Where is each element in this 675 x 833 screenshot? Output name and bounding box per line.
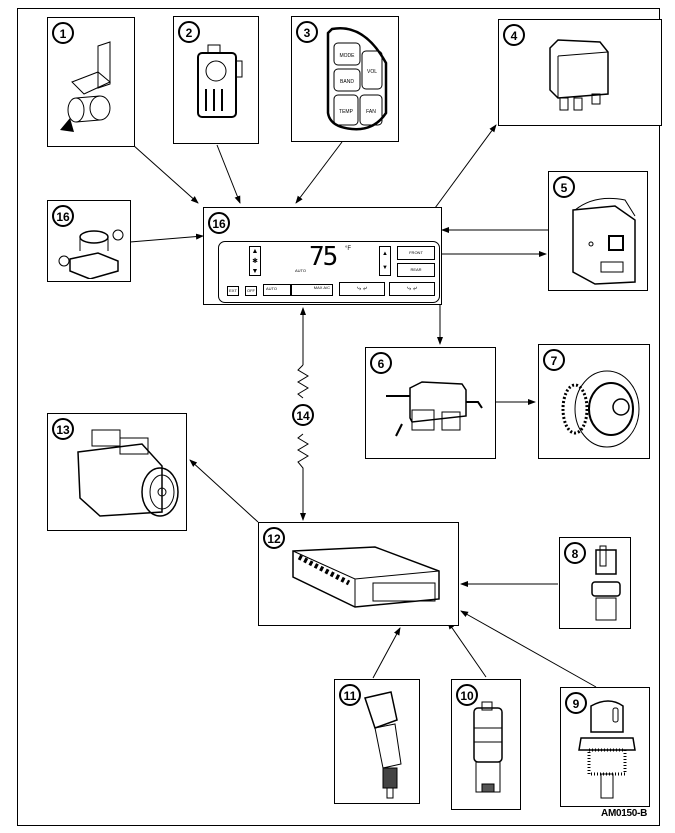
component-box-11: 11 xyxy=(334,679,420,804)
component-box-6: 6 xyxy=(365,347,496,459)
switch-temp-label: TEMP xyxy=(339,109,354,115)
climate-control-panel: ▲✱▼ 75 °F AUTO ▲▼ FRONT REAR EXT OFF AUT… xyxy=(218,241,440,303)
temperature-adjust-control[interactable]: ▲▼ xyxy=(379,246,391,276)
auto-button[interactable]: AUTO xyxy=(263,284,291,296)
wire-11-to-12 xyxy=(372,627,401,679)
wire-3-to-15 xyxy=(295,141,343,204)
component-box-13: 13 xyxy=(47,413,187,531)
actuator-module-icon xyxy=(572,197,636,285)
off-button[interactable]: OFF xyxy=(245,286,257,296)
diagram-frame xyxy=(17,8,660,826)
callout-4: 4 xyxy=(503,24,525,46)
relay-icon xyxy=(549,39,609,111)
callout-9: 9 xyxy=(565,692,587,714)
mode-indicator: AUTO xyxy=(295,268,307,273)
fan-speed-control[interactable]: ▲✱▼ xyxy=(249,246,261,276)
switch-module-icon xyxy=(197,44,243,118)
callout-16-actuator: 16 xyxy=(52,205,74,227)
callout-12: 12 xyxy=(263,527,285,549)
pressure-switch-icon xyxy=(473,701,503,793)
component-box-1: 1 xyxy=(47,17,135,147)
component-box-10: 10 xyxy=(451,679,521,810)
blower-control-module-icon xyxy=(386,381,483,437)
callout-13: 13 xyxy=(52,418,74,440)
exit-button[interactable]: EXT xyxy=(227,286,239,296)
steering-switch-icon: MODE BAND VOL TEMP FAN xyxy=(326,26,388,131)
callout-11: 11 xyxy=(339,684,361,706)
component-box-2: 2 xyxy=(173,16,259,144)
switch-vol-label: VOL xyxy=(367,69,377,75)
front-defrost-button[interactable]: FRONT xyxy=(397,246,435,260)
temperature-unit: °F xyxy=(345,246,352,252)
callout-16-head: 16 xyxy=(208,212,230,234)
wire-15-to-4 xyxy=(434,124,497,209)
callout-7: 7 xyxy=(543,349,565,371)
wire-16-to-15 xyxy=(129,233,204,243)
rear-defrost-button[interactable]: REAR xyxy=(397,263,435,277)
coolant-sensor-icon xyxy=(578,700,636,799)
component-box-12: 12 xyxy=(258,522,459,626)
figure-id: AM0150-B xyxy=(601,808,647,819)
airflow-floor-defrost-button[interactable]: ⤷ ⤶ xyxy=(389,282,435,296)
switch-mode-label: MODE xyxy=(340,53,356,59)
climate-control-head-box: 16 ▲✱▼ 75 °F AUTO ▲▼ FRONT REAR EXT OFF … xyxy=(203,207,442,305)
wire-1-to-15 xyxy=(132,144,199,204)
airflow-panel-floor-button[interactable]: ⤷ ⤶ xyxy=(339,282,385,296)
actuator-icon xyxy=(58,229,124,279)
callout-6: 6 xyxy=(370,352,392,374)
wire-10-to-12 xyxy=(447,621,487,678)
sensor-11-icon xyxy=(364,691,402,799)
component-box-3: 3 MODE BAND VOL TEMP FAN xyxy=(291,16,399,142)
callout-1: 1 xyxy=(52,22,74,44)
blower-motor-icon xyxy=(561,370,640,448)
switch-fan-label: FAN xyxy=(366,109,376,115)
ac-compressor-icon xyxy=(77,429,179,517)
component-box-8: 8 xyxy=(559,537,631,629)
component-box-4: 4 xyxy=(498,19,662,126)
max-ac-button[interactable]: MAX A/C xyxy=(291,284,333,296)
component-box-9: 9 xyxy=(560,687,650,807)
component-box-5: 5 xyxy=(548,171,648,291)
temperature-display: 75 xyxy=(309,242,338,272)
wire-2-to-15 xyxy=(216,144,241,204)
component-box-7: 7 xyxy=(538,344,650,459)
component-box-16-actuator: 16 xyxy=(47,200,131,282)
callout-10: 10 xyxy=(456,684,478,706)
bracket-sensor-icon xyxy=(60,41,111,132)
wire-12-to-13 xyxy=(189,459,259,523)
switch-band-label: BAND xyxy=(340,79,354,85)
callout-3: 3 xyxy=(296,21,318,43)
control-module-icon xyxy=(292,546,440,608)
callout-5: 5 xyxy=(553,176,575,198)
callout-2: 2 xyxy=(178,21,200,43)
temperature-sensor-icon xyxy=(591,545,621,621)
callout-8: 8 xyxy=(564,542,586,564)
callout-14: 14 xyxy=(292,404,314,426)
wire-9-to-12 xyxy=(460,610,597,688)
